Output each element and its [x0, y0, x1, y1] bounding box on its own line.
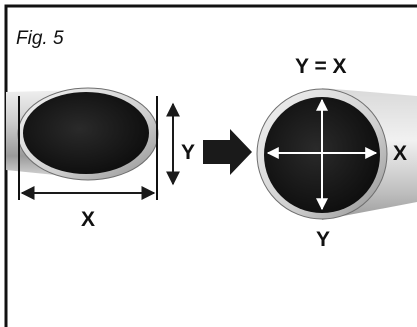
- round-horizontal-label: X: [393, 142, 407, 165]
- height-label: Y: [181, 141, 195, 164]
- width-label: X: [81, 208, 95, 231]
- equation-label: Y = X: [295, 55, 347, 78]
- oval-pipe: [6, 87, 159, 181]
- round-vertical-label: Y: [316, 228, 330, 251]
- oval-pipe-opening: [23, 92, 149, 174]
- right-arrow-icon: [203, 129, 252, 175]
- figure-label: Fig. 5: [16, 28, 64, 49]
